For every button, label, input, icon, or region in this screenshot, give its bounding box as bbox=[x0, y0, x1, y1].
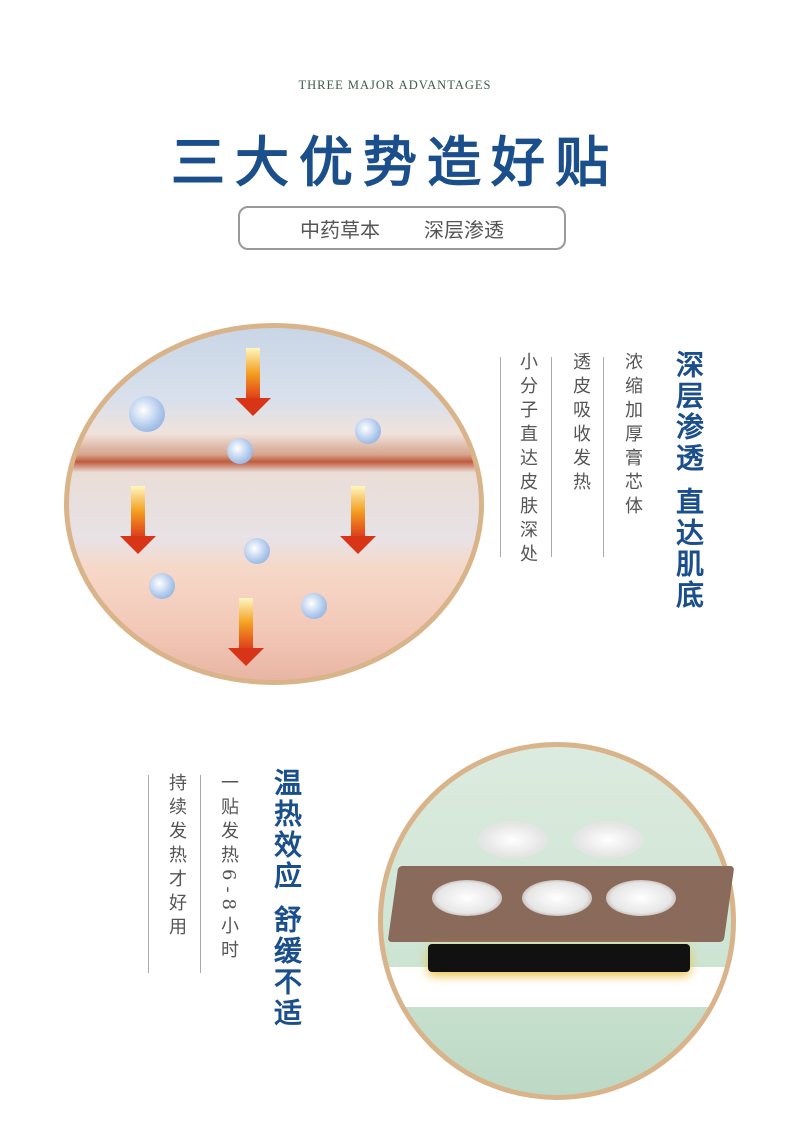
tag-herbal: 中药草本 bbox=[300, 217, 380, 242]
subtitle-en: THREE MAJOR ADVANTAGES bbox=[298, 78, 492, 92]
section1-heading: 深层渗透 直达肌底 bbox=[672, 350, 705, 611]
arrow-icon bbox=[131, 486, 145, 536]
section2-col-1: 一贴发热6-8小时 bbox=[218, 773, 239, 964]
section2-heading: 温热效应 舒缓不适 bbox=[270, 768, 303, 1029]
steam-icon bbox=[522, 880, 592, 916]
page-title: 三大优势造好贴 bbox=[171, 130, 619, 194]
divider bbox=[603, 357, 604, 557]
tag-banner: 中药草本 深层渗透 bbox=[238, 206, 566, 250]
penetration-illustration bbox=[64, 323, 484, 685]
bubble-icon bbox=[227, 438, 253, 464]
bubble-icon bbox=[355, 418, 381, 444]
section2-col-2: 持续发热才好用 bbox=[166, 773, 187, 941]
arrow-icon bbox=[120, 536, 156, 554]
arrow-icon bbox=[228, 648, 264, 666]
steam-icon bbox=[573, 822, 643, 858]
arrow-icon bbox=[351, 486, 365, 536]
bubble-icon bbox=[301, 593, 327, 619]
heating-film bbox=[428, 944, 690, 972]
section1-col-2: 透皮吸收发热 bbox=[570, 352, 591, 496]
base-layer bbox=[383, 967, 731, 1007]
arrow-icon bbox=[235, 398, 271, 416]
section1-col-3: 小分子直达皮肤深处 bbox=[517, 352, 538, 568]
arrow-icon bbox=[246, 348, 260, 398]
section1-col-1: 浓缩加厚膏芯体 bbox=[622, 352, 643, 520]
steam-icon bbox=[478, 822, 548, 858]
divider bbox=[551, 357, 552, 557]
steam-icon bbox=[606, 880, 676, 916]
divider bbox=[200, 775, 201, 973]
divider bbox=[148, 775, 149, 973]
steam-icon bbox=[432, 880, 502, 916]
bubble-icon bbox=[244, 538, 270, 564]
divider bbox=[500, 357, 501, 557]
arrow-icon bbox=[239, 598, 253, 648]
bubble-icon bbox=[129, 396, 165, 432]
arrow-icon bbox=[340, 536, 376, 554]
tag-deep: 深层渗透 bbox=[424, 217, 504, 242]
bubble-icon bbox=[149, 573, 175, 599]
